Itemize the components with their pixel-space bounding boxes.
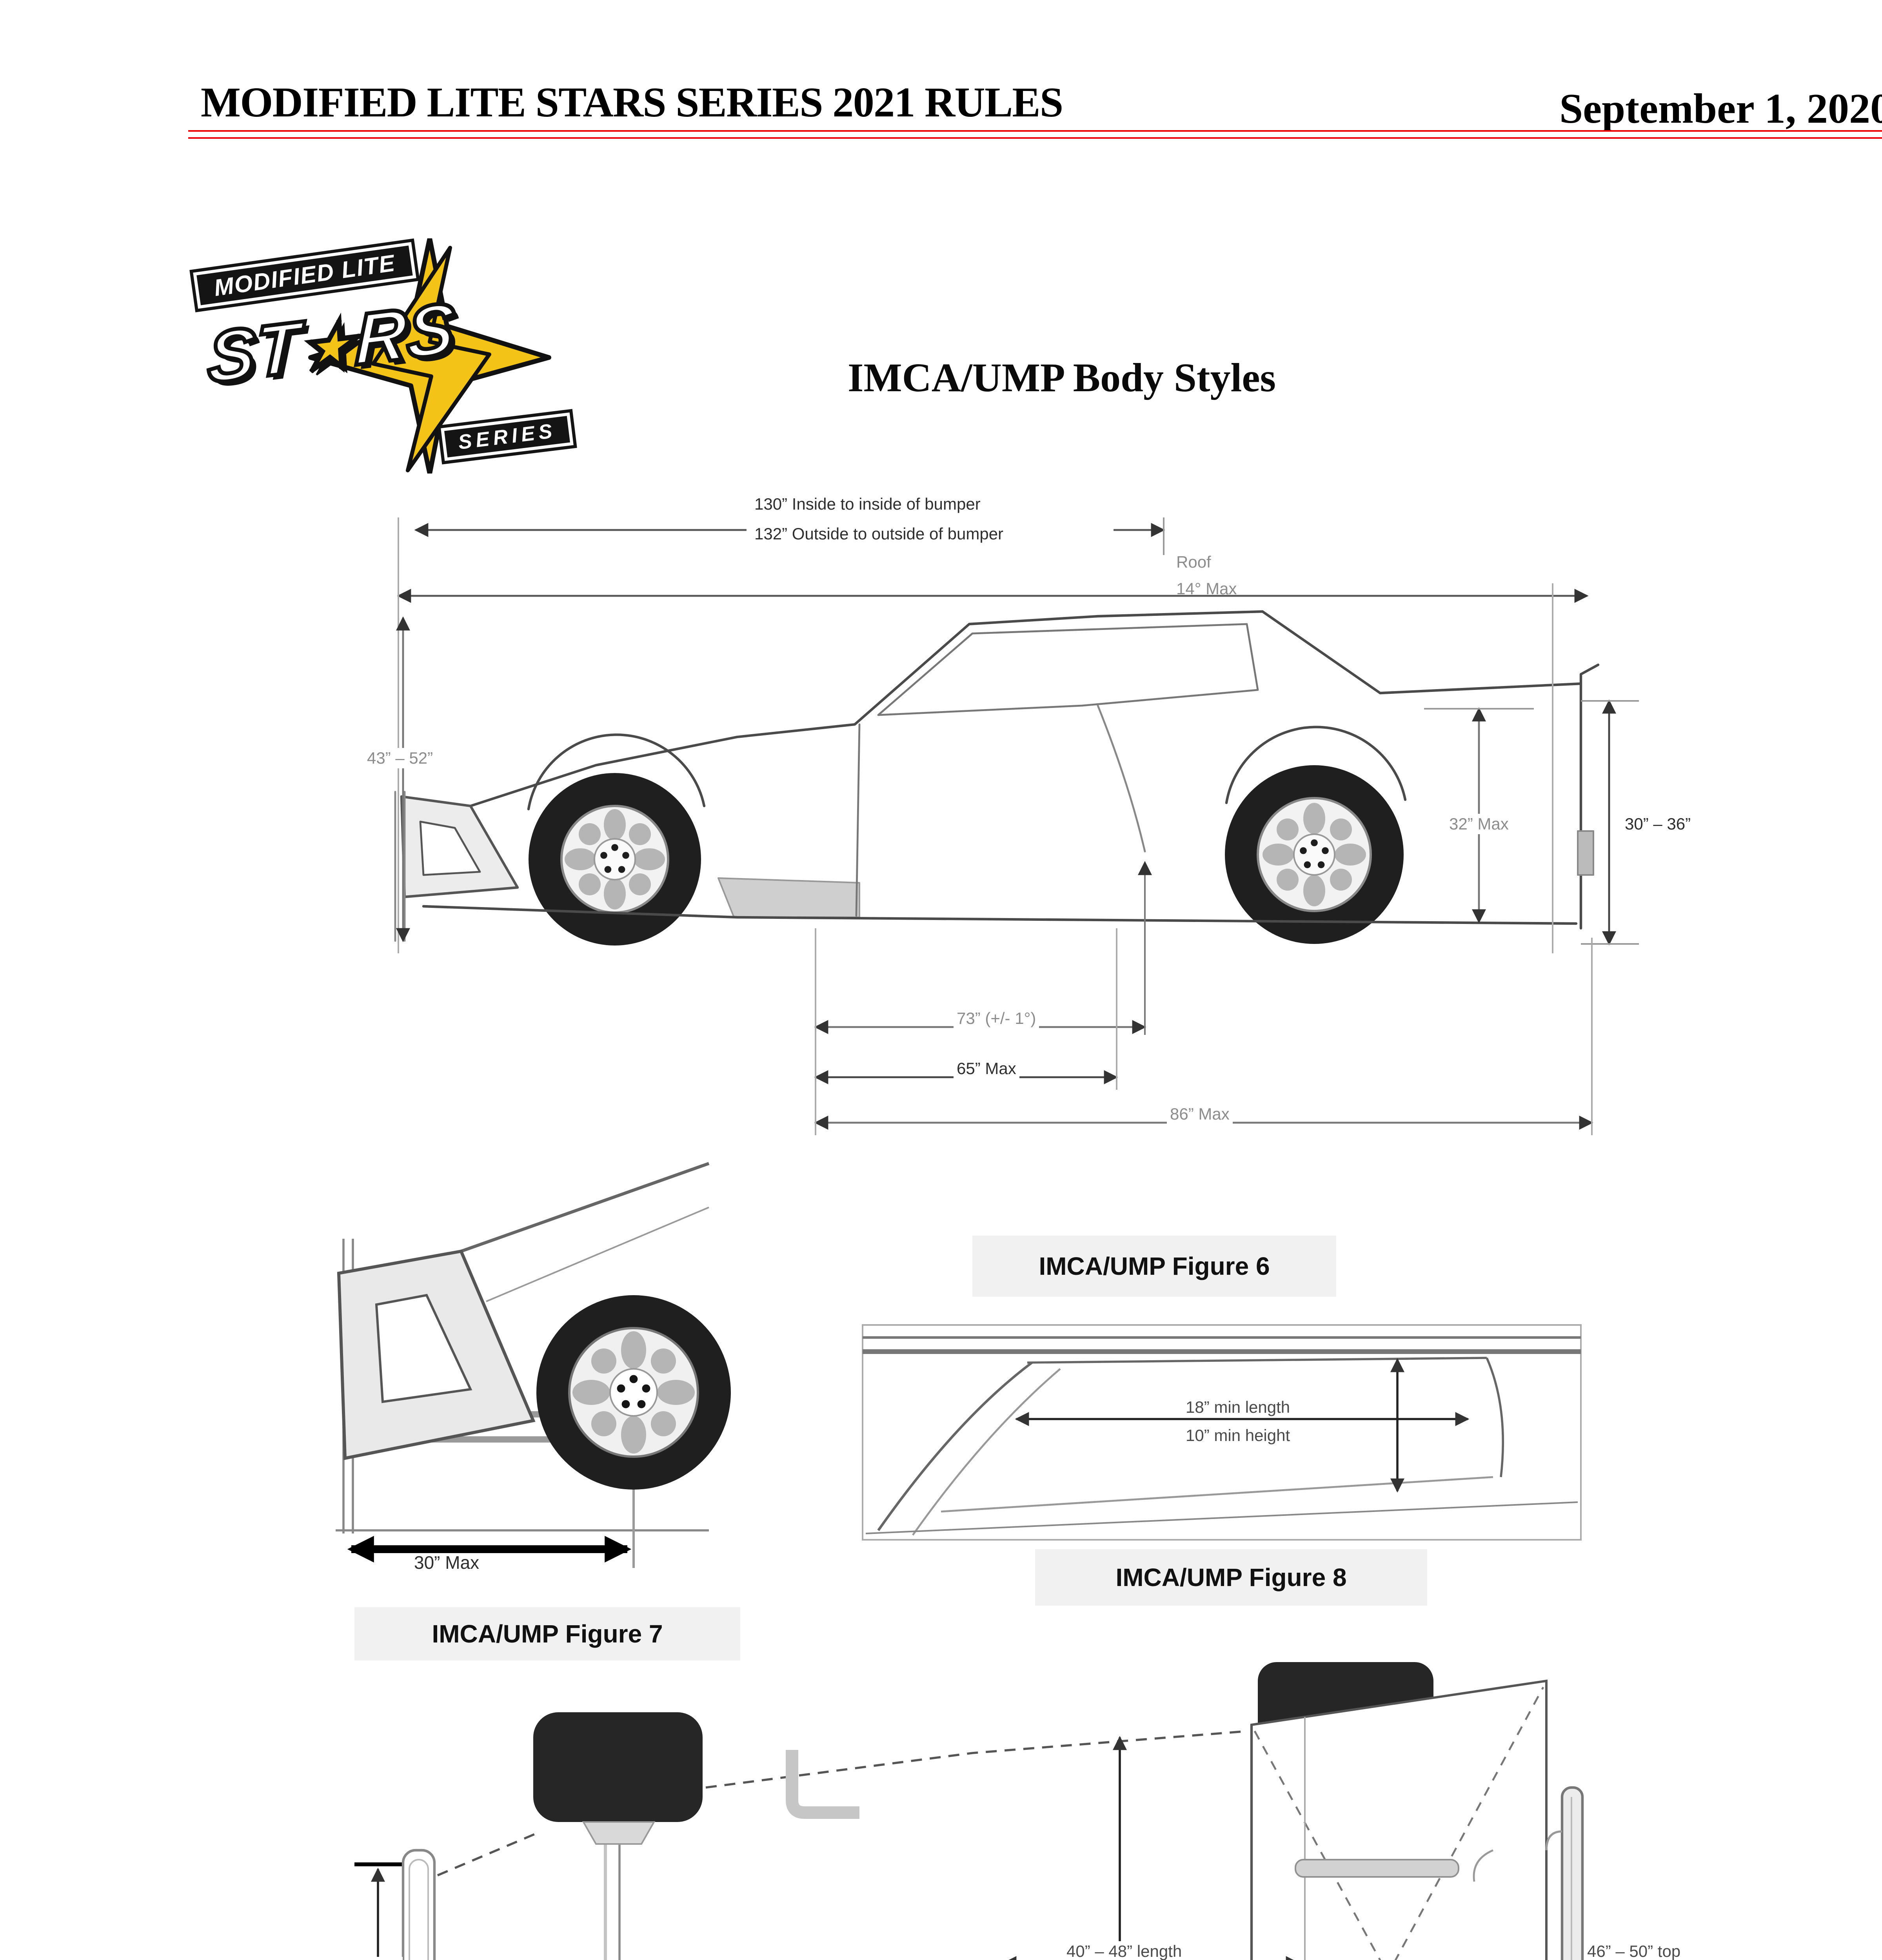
dim-deck-top: 46” – 50” top [1587, 1942, 1681, 1960]
figure6-caption: IMCA/UMP Figure 6 [972, 1236, 1336, 1297]
dim-roof-angle: 14° Max [1176, 579, 1237, 598]
page-header-title: MODIFIED LITE STARS SERIES 2021 RULES [201, 79, 1063, 126]
dim-132-outside: 132” Outside to outside of bumper [754, 524, 1004, 543]
page-header-date: September 1, 2020 [1559, 85, 1882, 132]
dim-front-height: 43” – 52” [364, 748, 436, 768]
dim-body-length-65: 65” Max [954, 1058, 1019, 1079]
figure6-rear-wheel [1225, 765, 1404, 944]
dim-130-inside: 130” Inside to inside of bumper [754, 495, 981, 513]
dim-spoiler-height: 30” – 36” [1622, 814, 1694, 834]
header-rule-bottom [188, 137, 1882, 139]
logo-starburst-icon [308, 238, 551, 474]
document-title: IMCA/UMP Body Styles [848, 355, 1276, 400]
header-rule-top [188, 130, 1882, 132]
figure7-wheel [536, 1295, 731, 1568]
dim-roof-word: Roof [1176, 553, 1211, 571]
figure6-side-view-drawing [394, 517, 1639, 1135]
figure6-front-wheel [529, 773, 701, 946]
figure7-caption: IMCA/UMP Figure 7 [354, 1607, 740, 1661]
dim-deck-height: 32” Max [1446, 814, 1512, 834]
dim-overall-length-86: 86” Max [1167, 1104, 1233, 1124]
figure7-nose-drawing [336, 1162, 731, 1568]
figure6-car-body-outline [394, 610, 1600, 942]
figure8-sail-panel-drawing [862, 1324, 1582, 1541]
dim-nose-width-30: 30” Max [414, 1552, 480, 1573]
dim-window-length-18: 18” min length [1183, 1397, 1293, 1417]
figure9-top-view-drawing [354, 1662, 1584, 1960]
dim-wheelbase-73: 73” (+/- 1°) [954, 1008, 1039, 1029]
dim-window-height-10: 10” min height [1183, 1425, 1293, 1446]
dim-nose-20-30: 20”-30” [317, 1957, 403, 1960]
dim-cockpit-length: 40” – 48” length [1063, 1941, 1185, 1960]
modified-lite-stars-logo: MODIFIED LITE ST★RS SERIES [190, 236, 646, 474]
figure8-caption: IMCA/UMP Figure 8 [1035, 1549, 1427, 1606]
